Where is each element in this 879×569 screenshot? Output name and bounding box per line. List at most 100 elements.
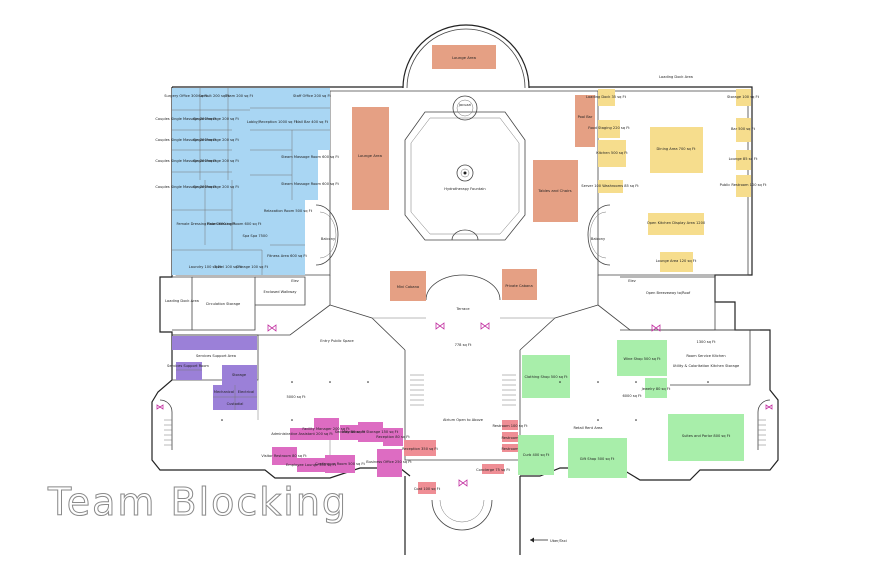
retail-room-0: Clothing Shop 500 sq Ft xyxy=(524,375,568,379)
spa-room-0: Surgery Office 300 sq Ft xyxy=(164,94,208,98)
spa-room-5: Single Massage 200 sq Ft xyxy=(193,117,239,121)
terrace-label: Terrace xyxy=(455,307,470,311)
dining-room-1: Storage 100 sq Ft xyxy=(727,95,760,99)
retail-room-5: Suites and Parlor 800 sq Ft xyxy=(682,434,731,438)
services-support-label: Services Support Area xyxy=(196,354,236,358)
jacuzzi-label: Jacuzzi xyxy=(458,103,471,107)
reception-zone: Reception 350 sq Ft Restroom 100 sq Ft R… xyxy=(402,420,528,494)
spa-room-16: Relaxation Room 500 sq Ft xyxy=(264,209,313,213)
spa-room-20: Laundry 100 sq Ft xyxy=(189,265,222,269)
atrium-label: Atrium Open to Above xyxy=(443,418,484,422)
dining-room-3: Bar 500 sq Ft xyxy=(731,127,756,131)
jacuzzi-circle xyxy=(452,95,478,121)
dining-room-5: Kitchen 500 sq Ft xyxy=(596,151,628,155)
spa-room-1: Consult 200 sq Ft xyxy=(198,94,230,98)
spa-room-14: Couples Single Massage 200 sq Ft xyxy=(155,185,217,189)
tables-chairs-label: Tables and Chairs xyxy=(537,188,571,193)
tables-chairs xyxy=(533,160,578,222)
admin-room-5: Visitor Restroom 80 sq Ft xyxy=(261,454,307,458)
dining-room-6: Lounge 85 sq Ft xyxy=(729,157,758,161)
spa-zone: Surgery Office 300 sq Ft Consult 200 sq … xyxy=(155,88,339,275)
dining-room-10: Lounge Area 120 sq Ft xyxy=(656,259,697,263)
salmon-zone: Lounge Area Lounge Area Tables and Chair… xyxy=(352,45,595,311)
spa-room-4: Couples Single Massage 200 sq Ft xyxy=(155,117,217,121)
retail-rent-label: Retail Rent Area xyxy=(574,426,603,430)
spa-room-15: Single Massage 200 sq Ft xyxy=(193,185,239,189)
lounge-area-top-label: Lounge Area xyxy=(452,55,476,60)
admin-room-6: Employee Lounge 350 sq Ft xyxy=(286,463,337,467)
elev-right-label: Elev xyxy=(628,279,636,283)
spa-room-18: Male Dressing Room 600 sq Ft xyxy=(207,222,262,226)
retail-room-2: Jewelry 80 sq Ft xyxy=(641,387,671,391)
admin-room-8: Business Office 250 sq Ft xyxy=(366,460,412,464)
admin-room-3: Maintenance Storage 150 sq Ft xyxy=(342,430,399,434)
service-room-2: Mechanical xyxy=(214,390,234,394)
retail-room-1: Wine Shop 500 sq Ft xyxy=(623,357,661,361)
spa-room-13: Steam Massage Room 600 sq Ft xyxy=(281,182,339,186)
door-markers xyxy=(156,322,773,487)
dining-room-4: Dining Area 700 sq Ft xyxy=(657,147,697,151)
service-room-0: Services Support Room xyxy=(167,364,209,368)
admin-room-4: Reception 80 sq Ft xyxy=(376,435,410,439)
lounge-area-left xyxy=(352,107,389,210)
admin-room-0: Facility Manager 200 sq Ft xyxy=(302,427,350,431)
mini-cabana-label: Mini Cabana xyxy=(397,285,419,289)
private-cabana-label: Private Cabana xyxy=(505,284,532,288)
retail-room-4: Gift Shop 500 sq Ft xyxy=(580,457,615,461)
services-zone: Services Support Area Services Support R… xyxy=(167,336,257,410)
spa-room-3: Staff Office 200 sq Ft xyxy=(293,94,332,98)
spa-room-22: Storage 100 sq Ft xyxy=(236,265,269,269)
room-service-label: Room Service Kitchen xyxy=(686,354,725,358)
left-area-sqft: 5000 sq Ft xyxy=(286,395,306,399)
dining-room-0: Loading Dock 35 sq Ft xyxy=(586,95,627,99)
service-room-4: Custodial xyxy=(227,402,244,406)
dining-zone: Loading Dock 35 sq Ft Storage 100 sq Ft … xyxy=(581,75,767,272)
retail-room-3: Curb 400 sq Ft xyxy=(523,453,550,457)
spa-room-2: Exam 200 sq Ft xyxy=(225,94,254,98)
admin-zone: Facility Manager 200 sq Ft Administrativ… xyxy=(261,418,412,477)
team-blocking-title: Team Blocking xyxy=(47,480,349,525)
balcony-right-label: Balcony xyxy=(591,237,606,241)
dining-room-9: Open Kitchen Display Area 1200 xyxy=(647,221,706,225)
balcony-left-label: Balcony xyxy=(321,237,336,241)
reception-room-4: Concierge 75 sq Ft xyxy=(476,468,510,472)
spa-room-8: Couples Single Massage 200 sq Ft xyxy=(155,138,217,142)
loading-top-right-label: Loading Dock Area xyxy=(659,75,693,79)
pool-courtyard: Jacuzzi Hydrotherapy Fountain xyxy=(404,95,526,241)
reception-room-2: Restroom xyxy=(501,436,519,440)
admin-room-7: Conference Room 500 sq Ft xyxy=(315,462,365,466)
admin-room-2: Security 80 sq Ft xyxy=(335,430,366,434)
entry-arrow: Uber/Taxi xyxy=(530,537,567,543)
spa-room-11: Couples Single Massage 200 sq Ft xyxy=(155,159,217,163)
mini-cabana xyxy=(390,271,426,301)
entry-public-label: Entry Public Space xyxy=(320,339,354,343)
spa-room-10: Steam Massage Room 600 sq Ft xyxy=(281,155,339,159)
open-breezeway-label: Open Breezeway to/Roof xyxy=(646,291,691,295)
dining-room-2: Food Staging 220 sq Ft xyxy=(588,126,630,130)
reception-room-3: Restroom xyxy=(501,447,519,451)
enclosed-walkway-label: Enclosed Walkway xyxy=(263,290,297,294)
dining-room-8: Server 100 Washrooms 85 sq Ft xyxy=(581,184,639,188)
elev-left-label: Elev xyxy=(291,279,299,283)
service-room-3: Electrical xyxy=(238,390,255,394)
general-labels: Balcony Balcony Loading Dock Area Circul… xyxy=(165,237,740,430)
retail-zone: Clothing Shop 500 sq Ft Wine Shop 500 sq… xyxy=(518,340,744,478)
column-marks xyxy=(221,381,709,421)
spa-room-17: Female Dressing Room 600 sq Ft xyxy=(176,222,236,226)
pool-bar-label: Pool Bar xyxy=(578,115,593,119)
reception-room-5: Coat 100 sq Ft xyxy=(414,487,441,491)
pool-bar xyxy=(575,95,595,147)
arrow-label: Uber/Taxi xyxy=(550,539,567,543)
lounge-area-left-label: Lounge Area xyxy=(358,153,382,158)
right-area-sqft: 6000 sq Ft xyxy=(622,394,642,398)
loading-left-label: Loading Dock Area xyxy=(165,299,199,303)
spa-title: Spa Spa 7500 xyxy=(243,234,269,238)
room-service-sqft-label: 1300 sq Ft xyxy=(696,340,716,344)
admin-room-1: Administrative Assistant 200 sq Ft xyxy=(271,432,333,436)
fountain-circle xyxy=(456,164,474,182)
private-cabana xyxy=(502,269,537,300)
circulation-storage-label: Circulation Storage xyxy=(206,302,241,306)
service-room-1: Storage xyxy=(232,373,247,377)
spa-room-9: Single Massage 200 sq Ft xyxy=(193,138,239,142)
